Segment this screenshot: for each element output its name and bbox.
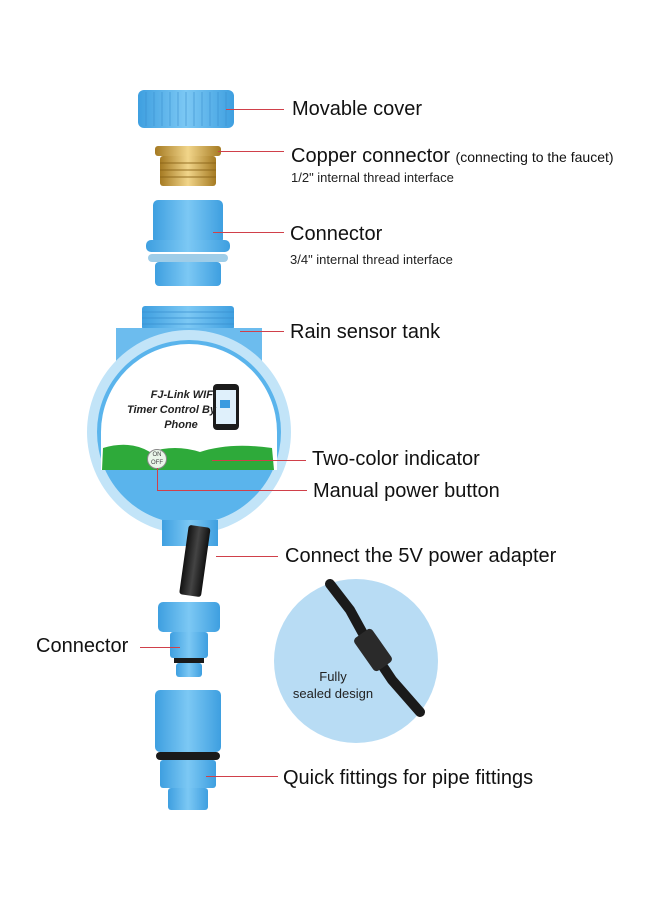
device-face-title: FJ-Link WIFI Timer Control By Phone	[126, 388, 216, 433]
leader-copper-connector	[218, 151, 284, 152]
leader-manual-power-v	[157, 468, 158, 490]
leader-rain-sensor	[240, 331, 284, 332]
label-copper-connector-note: (connecting to the faucet)	[455, 149, 614, 165]
label-rain-sensor: Rain sensor tank	[290, 321, 441, 343]
timer-body	[87, 306, 291, 597]
leader-power-adapter	[216, 556, 278, 557]
label-copper-thread: 1/2" internal thread interface	[291, 170, 454, 185]
leader-connector-top	[213, 232, 284, 233]
label-copper-connector-main: Copper connector	[291, 145, 450, 167]
inset-caption-line1: Fully	[319, 669, 347, 684]
movable-cover-part	[138, 90, 234, 128]
device-face-line3: Phone	[164, 419, 198, 431]
label-connector-thread: 3/4" internal thread interface	[290, 252, 453, 267]
label-connector-top: Connector	[290, 223, 383, 245]
label-copper-connector: Copper connector (connecting to the fauc…	[291, 146, 614, 166]
device-face-line1: FJ-Link WIFI	[150, 389, 216, 401]
leader-movable-cover	[226, 109, 284, 110]
leader-manual-power	[157, 490, 307, 491]
connector-top-part	[146, 200, 230, 286]
on-off-button[interactable]: ON OFF	[147, 449, 167, 469]
device-face-line2: Timer Control By	[126, 404, 216, 416]
connector-bottom-part	[158, 602, 220, 677]
inset-caption-line2: sealed design	[292, 686, 374, 701]
sealed-design-inset	[274, 579, 438, 743]
label-connector-bottom: Connector	[36, 635, 129, 657]
label-quick-fittings: Quick fittings for pipe fittings	[283, 767, 534, 789]
leader-quick-fittings	[206, 776, 278, 777]
label-movable-cover: Movable cover	[292, 98, 423, 120]
label-power-adapter: Connect the 5V power adapter	[285, 545, 557, 567]
inset-caption: Fully sealed design	[288, 668, 378, 702]
quick-fitting-part	[155, 690, 221, 810]
off-label: OFF	[151, 460, 163, 466]
leader-connector-bottom	[140, 647, 180, 648]
label-manual-power: Manual power button	[313, 480, 500, 502]
on-label: ON	[152, 452, 162, 458]
copper-connector-part	[155, 146, 221, 186]
leader-two-color	[212, 460, 306, 461]
label-two-color: Two-color indicator	[312, 448, 480, 470]
